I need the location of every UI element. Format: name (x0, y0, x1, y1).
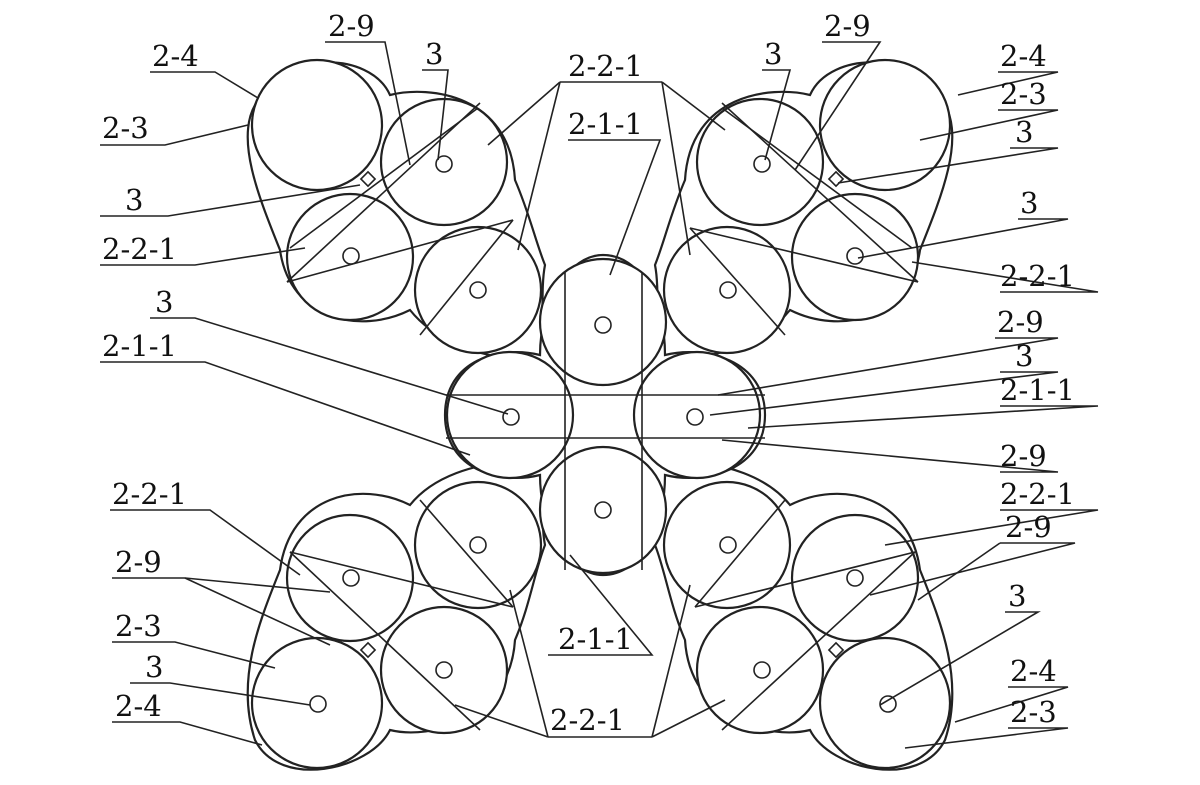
label-2-4-ul: 2-4 (152, 39, 199, 73)
lr-diag-3 (694, 499, 786, 608)
label-2-4-lr: 2-4 (1010, 654, 1057, 688)
lr-diag-1 (694, 551, 916, 608)
label-3-ul-top: 3 (425, 37, 443, 71)
pile-ll-casing-pin (309, 695, 327, 713)
label-2-3-ul: 2-3 (102, 111, 149, 145)
label-2-2-1-bottom: 2-2-1 (550, 703, 625, 737)
pile-lr-a-pin (846, 569, 864, 587)
pile-center-top-pin (594, 316, 612, 334)
pile-ul-c-pin (469, 281, 487, 299)
label-3-ul-marker: 3 (125, 183, 143, 217)
pile-ur-a-pin (753, 155, 771, 173)
ul-diag-2 (286, 219, 514, 283)
ll-marker (359, 641, 377, 659)
label-3-lr: 3 (1008, 579, 1026, 613)
label-2-9-mid-right-lower: 2-9 (1000, 439, 1047, 473)
label-2-3-ur: 2-3 (1000, 77, 1047, 111)
ur-diag-2 (689, 227, 919, 283)
ul-diag-4 (289, 107, 479, 249)
leader-lines (100, 41, 1099, 749)
label-3-ll: 3 (145, 650, 163, 684)
pile-ul-a-pin (435, 155, 453, 173)
pile-lr-c-pin (753, 661, 771, 679)
label-2-3-lr: 2-3 (1010, 695, 1057, 729)
label-2-9-ur: 2-9 (824, 9, 871, 43)
pile-center-right-pin (686, 408, 704, 426)
pile-center-left-pin (502, 408, 520, 426)
labels: 2-4 2-9 3 2-2-1 3 2-9 2-4 2-3 2-1-1 2-3 … (102, 9, 1075, 737)
label-3-ur-pile: 3 (1020, 186, 1038, 220)
ll-diag-2 (289, 551, 481, 731)
label-2-3-ll: 2-3 (115, 609, 162, 643)
lr-diag-2 (721, 551, 916, 731)
label-3-ur-marker: 3 (1015, 115, 1033, 149)
label-2-2-1-ll: 2-2-1 (112, 477, 187, 511)
label-2-1-1-mid-left: 2-1-1 (102, 329, 177, 363)
label-2-4-ll: 2-4 (115, 689, 162, 723)
label-2-9-ll: 2-9 (115, 545, 162, 579)
label-2-2-1-ur: 2-2-1 (1000, 259, 1075, 293)
lr-marker (827, 641, 845, 659)
label-2-1-1-top: 2-1-1 (568, 107, 643, 141)
pile-lr-casing-pin (879, 695, 897, 713)
pile-ur-casing-2-3 (818, 58, 952, 192)
pile-ul-b-pin (342, 247, 360, 265)
label-2-9-lr: 2-9 (1005, 510, 1052, 544)
ul-diag-1 (286, 102, 481, 283)
label-2-2-1-lr: 2-2-1 (1000, 477, 1075, 511)
pile-lr-b-pin (719, 536, 737, 554)
pile-ll-c-pin (435, 661, 453, 679)
label-3-mid-left: 3 (155, 285, 173, 319)
pile-ll-b-pin (469, 536, 487, 554)
pile-center-bottom-pin (594, 501, 612, 519)
ul-diag-3 (419, 219, 514, 336)
pile-ll-a-pin (342, 569, 360, 587)
ur-diag-4 (721, 107, 913, 249)
pile-ur-c-pin (719, 281, 737, 299)
ul-marker (359, 170, 377, 188)
label-2-9-ul: 2-9 (328, 9, 375, 43)
ll-diag-1 (289, 551, 514, 608)
ll-diag-3 (419, 499, 514, 608)
label-3-ur-top: 3 (764, 37, 782, 71)
label-2-2-1-top: 2-2-1 (568, 49, 643, 83)
label-2-1-1-mid-right: 2-1-1 (1000, 373, 1075, 407)
label-2-9-mid-right: 2-9 (997, 305, 1044, 339)
pile-ur-b-pin (846, 247, 864, 265)
label-2-4-ur: 2-4 (1000, 39, 1047, 73)
label-2-1-1-bottom: 2-1-1 (558, 622, 633, 656)
pile-ul-casing-2-3 (250, 58, 384, 192)
label-3-mid-right: 3 (1015, 339, 1033, 373)
ur-diag-3 (689, 227, 786, 336)
label-2-2-1-ul: 2-2-1 (102, 232, 177, 266)
